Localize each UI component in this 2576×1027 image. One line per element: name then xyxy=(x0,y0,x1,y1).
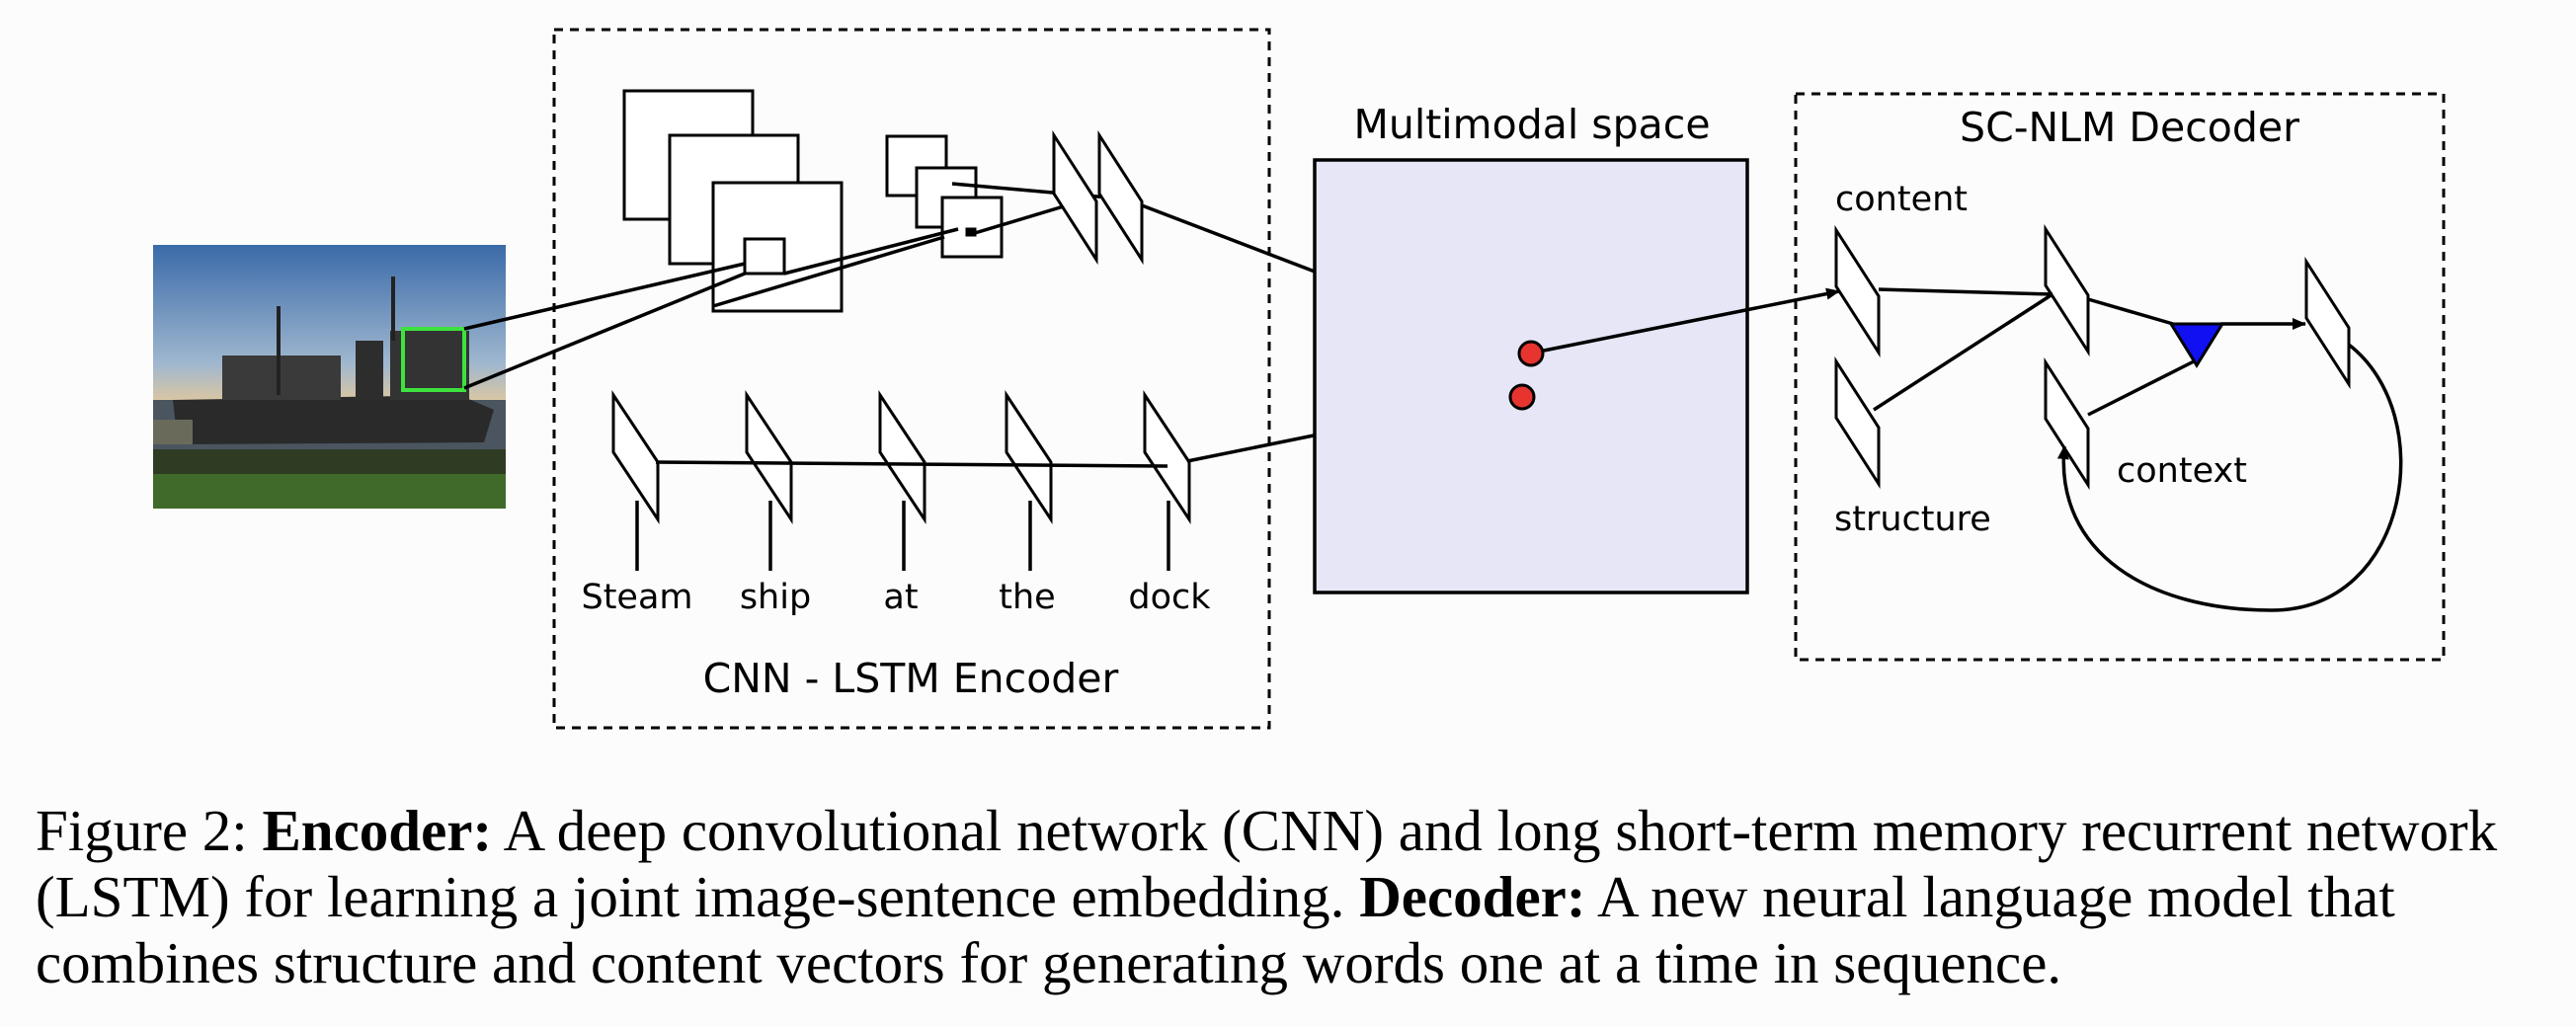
lstm-unit xyxy=(611,390,660,524)
multimodal-space-box xyxy=(1313,158,1749,594)
word-label: the xyxy=(999,578,1055,617)
lstm-unit xyxy=(878,390,926,524)
cnn-output-layers xyxy=(1052,129,1144,266)
embedding-to-decoder-arrow xyxy=(1543,287,1840,353)
lstm-chain-line xyxy=(655,460,1168,468)
decoder-connections xyxy=(1873,287,2403,612)
image-region-box xyxy=(401,327,466,392)
encoder-box xyxy=(552,28,1271,730)
decoder-box xyxy=(1794,92,2446,662)
word-label: Steam xyxy=(581,578,692,617)
context-label: context xyxy=(2117,451,2247,491)
content-label: content xyxy=(1835,180,1968,219)
word-label: dock xyxy=(1128,578,1211,617)
encoder-title: CNN - LSTM Encoder xyxy=(703,655,1119,702)
decoder-description: A new neural language model that combine… xyxy=(36,864,2395,995)
cnn-feature-maps xyxy=(622,89,844,313)
word-label: at xyxy=(883,578,918,617)
figure-caption: Figure 2: Encoder: A deep convolutional … xyxy=(36,798,2564,996)
content-vector xyxy=(1834,224,1881,358)
lstm-unit xyxy=(1143,390,1191,524)
decoder-layers xyxy=(1834,223,2351,491)
attention-triangle xyxy=(2168,322,2225,368)
input-photo xyxy=(153,245,506,509)
context-layer xyxy=(2044,356,2090,491)
lstm-units xyxy=(611,390,1191,571)
figure-label: Figure 2: xyxy=(36,798,248,863)
multimodal-title: Multimodal space xyxy=(1353,101,1710,148)
lstm-unit xyxy=(1005,390,1053,524)
word-label: ship xyxy=(740,578,811,617)
encoder-heading: Encoder: xyxy=(262,798,493,863)
output-layer xyxy=(2304,256,2351,390)
hidden-layer xyxy=(2044,223,2090,357)
image-embedding-point xyxy=(1517,340,1545,367)
architecture-diagram: Steam ship at the dock CNN - LSTM Encoder Mu… xyxy=(153,28,2446,730)
encoder-description: A deep convolutional network (CNN) and l… xyxy=(36,798,2498,929)
structure-label: structure xyxy=(1834,500,1991,539)
decoder-heading: Decoder: xyxy=(1359,864,1586,929)
structure-vector xyxy=(1834,356,1881,490)
decoder-title: SC-NLM Decoder xyxy=(1960,104,2299,151)
sentence-embedding-point xyxy=(1508,383,1536,411)
lstm-unit xyxy=(745,390,793,524)
